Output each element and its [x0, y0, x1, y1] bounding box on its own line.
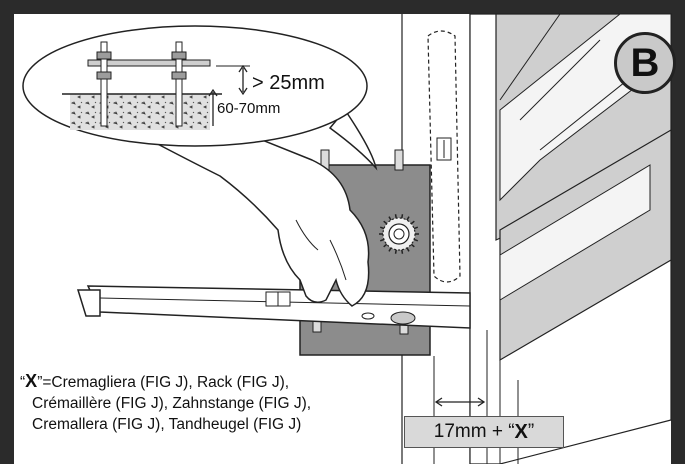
- gear-tooth: [394, 214, 397, 219]
- gear-tooth: [379, 238, 385, 242]
- legend-line-1: “X”=Cremagliera (FIG J), Rack (FIG J),: [20, 371, 311, 393]
- legend-text-1: Cremagliera (FIG J), Rack (FIG J),: [51, 374, 290, 391]
- gear-tooth: [406, 247, 410, 252]
- gear-tooth: [383, 243, 388, 248]
- gear-tooth: [388, 216, 392, 221]
- measurement-box: 17mm + “X”: [404, 416, 564, 448]
- gear-tooth: [410, 243, 415, 248]
- rack-dashed-outline: [427, 30, 461, 283]
- legend-close-quote: ”=: [37, 374, 52, 391]
- pinion-gear-icon: [379, 214, 419, 254]
- embed-dimension-label: 60-70mm: [217, 100, 280, 117]
- gear-tooth: [388, 247, 392, 252]
- gear-tooth: [413, 226, 419, 230]
- detail-callout: > 25mm 60-70mm: [22, 25, 378, 171]
- gear-tooth: [379, 226, 385, 230]
- gear-tooth: [401, 214, 404, 219]
- legend-line-3: Cremallera (FIG J), Tandheugel (FIG J): [32, 416, 302, 433]
- gear-tooth: [394, 249, 397, 254]
- measurement-prefix: 17mm + “: [433, 421, 515, 442]
- measurement-suffix: ”: [527, 421, 535, 442]
- legend-open-quote: “: [20, 374, 26, 391]
- gear-tooth: [410, 220, 415, 225]
- legend-line-2: Crémaillère (FIG J), Zahnstange (FIG J),: [32, 395, 312, 412]
- figure-badge: B: [614, 32, 676, 94]
- gear-tooth: [413, 238, 419, 242]
- gear-tooth: [383, 220, 388, 225]
- gear-tooth: [401, 249, 404, 254]
- rack-legend: “X”=Cremagliera (FIG J), Rack (FIG J), C…: [20, 371, 311, 435]
- gap-dimension-label: > 25mm: [252, 72, 325, 94]
- measurement-symbol: X: [514, 420, 528, 443]
- legend-symbol: X: [25, 371, 38, 391]
- gear-tooth: [406, 216, 410, 221]
